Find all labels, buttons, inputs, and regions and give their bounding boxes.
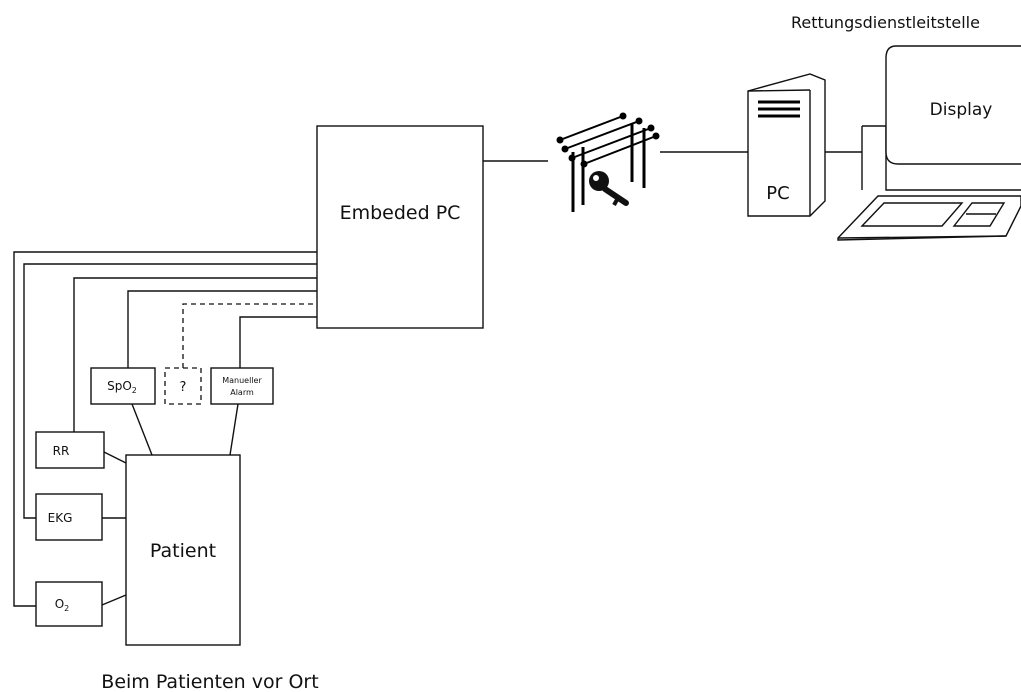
embedded-pc-box	[317, 126, 483, 328]
sensor-o2: O2	[36, 582, 102, 626]
sensor-manual-alarm-line2: Alarm	[230, 388, 254, 397]
embedded-pc-label: Embeded PC	[340, 202, 461, 224]
sensor-spo2: SpO2	[91, 368, 155, 404]
embedded-pc: Embeded PC	[317, 126, 483, 328]
monitor: Display	[862, 46, 1021, 190]
wire-spo2-patient	[132, 404, 152, 455]
display-label: Display	[930, 100, 993, 120]
sensor-spo2-subscript: 2	[132, 386, 137, 395]
pc-label: PC	[766, 183, 789, 204]
key-icon	[589, 171, 626, 205]
sensor-o2-subscript: 2	[64, 604, 69, 613]
patient-label: Patient	[150, 540, 216, 562]
sensor-unknown-label: ?	[180, 380, 187, 395]
wire-rr-patient	[104, 452, 126, 463]
sensor-rr-label: RR	[53, 444, 70, 458]
wireless-key-icon	[557, 113, 660, 213]
sensor-manual-alarm-line1: Manueller	[222, 376, 262, 385]
wire-o2-patient	[102, 595, 126, 605]
sensor-manual-alarm: Manueller Alarm	[211, 368, 273, 404]
wire-spo2	[128, 291, 317, 368]
wire-rr	[74, 278, 317, 432]
sensor-ekg-label: EKG	[48, 511, 73, 525]
sensor-ekg: EKG	[36, 494, 102, 540]
wire-manual-alarm	[240, 317, 317, 368]
dispatch-center-title: Rettungsdienstleitstelle	[791, 13, 980, 32]
sensor-unknown: ?	[165, 368, 201, 404]
patient: Patient	[126, 455, 240, 645]
keyboard-icon	[838, 196, 1021, 240]
sensor-rr: RR	[36, 432, 104, 468]
patient-site-caption: Beim Patienten vor Ort	[101, 671, 318, 692]
wire-unknown	[183, 304, 317, 368]
pc-tower: PC	[748, 74, 825, 216]
wire-alarm-patient	[230, 404, 238, 455]
